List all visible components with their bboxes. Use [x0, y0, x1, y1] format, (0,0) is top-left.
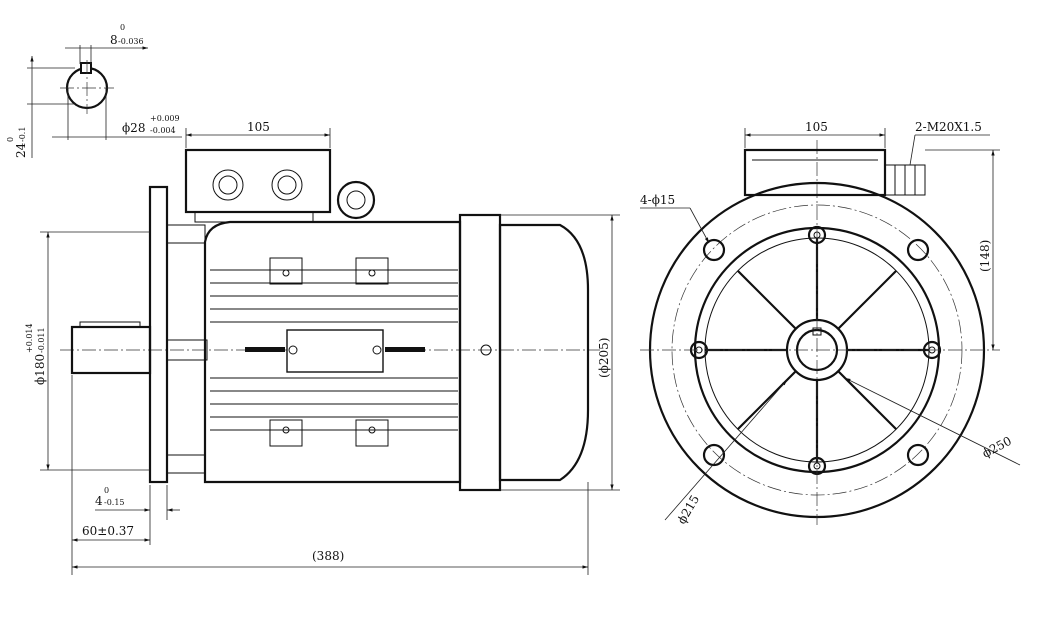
flange-dia-dim: ϕ250 — [980, 434, 1014, 461]
tolerance: 0 — [120, 23, 125, 32]
flange-holes-dim: 4-ϕ15 — [640, 193, 675, 207]
spigot-dia-dim: ϕ180 — [33, 354, 47, 385]
key-depth-dim: 24 — [14, 142, 28, 158]
body-dia-dim: (ϕ205) — [597, 338, 611, 378]
cable-gland-dim: 2-M20X1.5 — [915, 120, 982, 134]
flange — [148, 185, 169, 484]
tolerance: -0.1 — [18, 127, 27, 142]
nameplate — [286, 329, 384, 373]
tolerance: +0.009 — [150, 114, 180, 123]
tolerance: -0.15 — [104, 498, 125, 507]
tolerance: 0 — [104, 486, 109, 495]
tolerance: -0.004 — [150, 126, 176, 135]
side-view: 105 ϕ180 +0.014 -0.011 4 0 -0.15 60±0.37… — [25, 120, 620, 575]
motor-body — [203, 220, 462, 484]
front-terminal-box-width-dim: 105 — [805, 120, 828, 134]
fan-cover — [498, 223, 590, 482]
end-shield — [458, 213, 502, 492]
spigot-depth-dim: 4 — [95, 494, 103, 508]
tolerance: 0 — [6, 137, 15, 142]
flange-holes — [702, 238, 930, 467]
overall-length-dim: (388) — [312, 549, 344, 563]
lifting-eye — [336, 180, 376, 220]
key-width-dim: 8 — [110, 33, 118, 47]
shaft-dia-dim: ϕ28 — [122, 121, 145, 135]
terminal-box-width-dim: 105 — [247, 120, 270, 134]
cooling-fins — [210, 269, 458, 431]
tolerance: -0.011 — [37, 327, 46, 353]
terminal-box — [184, 148, 332, 214]
shaft-height-dim: (148) — [978, 240, 992, 272]
terminal-box-front — [743, 148, 887, 197]
shaft-length-dim: 60±0.37 — [82, 524, 134, 538]
pitch-circle-dia-dim: ϕ215 — [674, 493, 702, 527]
tolerance: +0.014 — [25, 323, 34, 353]
front-view: 105 2-M20X1.5 4-ϕ15 (148) ϕ250 ϕ215 — [640, 120, 1021, 527]
shaft-key-section: 8 0 -0.036 ϕ28 +0.009 -0.004 24 0 -0.1 — [6, 23, 182, 158]
tolerance: -0.036 — [118, 37, 144, 46]
